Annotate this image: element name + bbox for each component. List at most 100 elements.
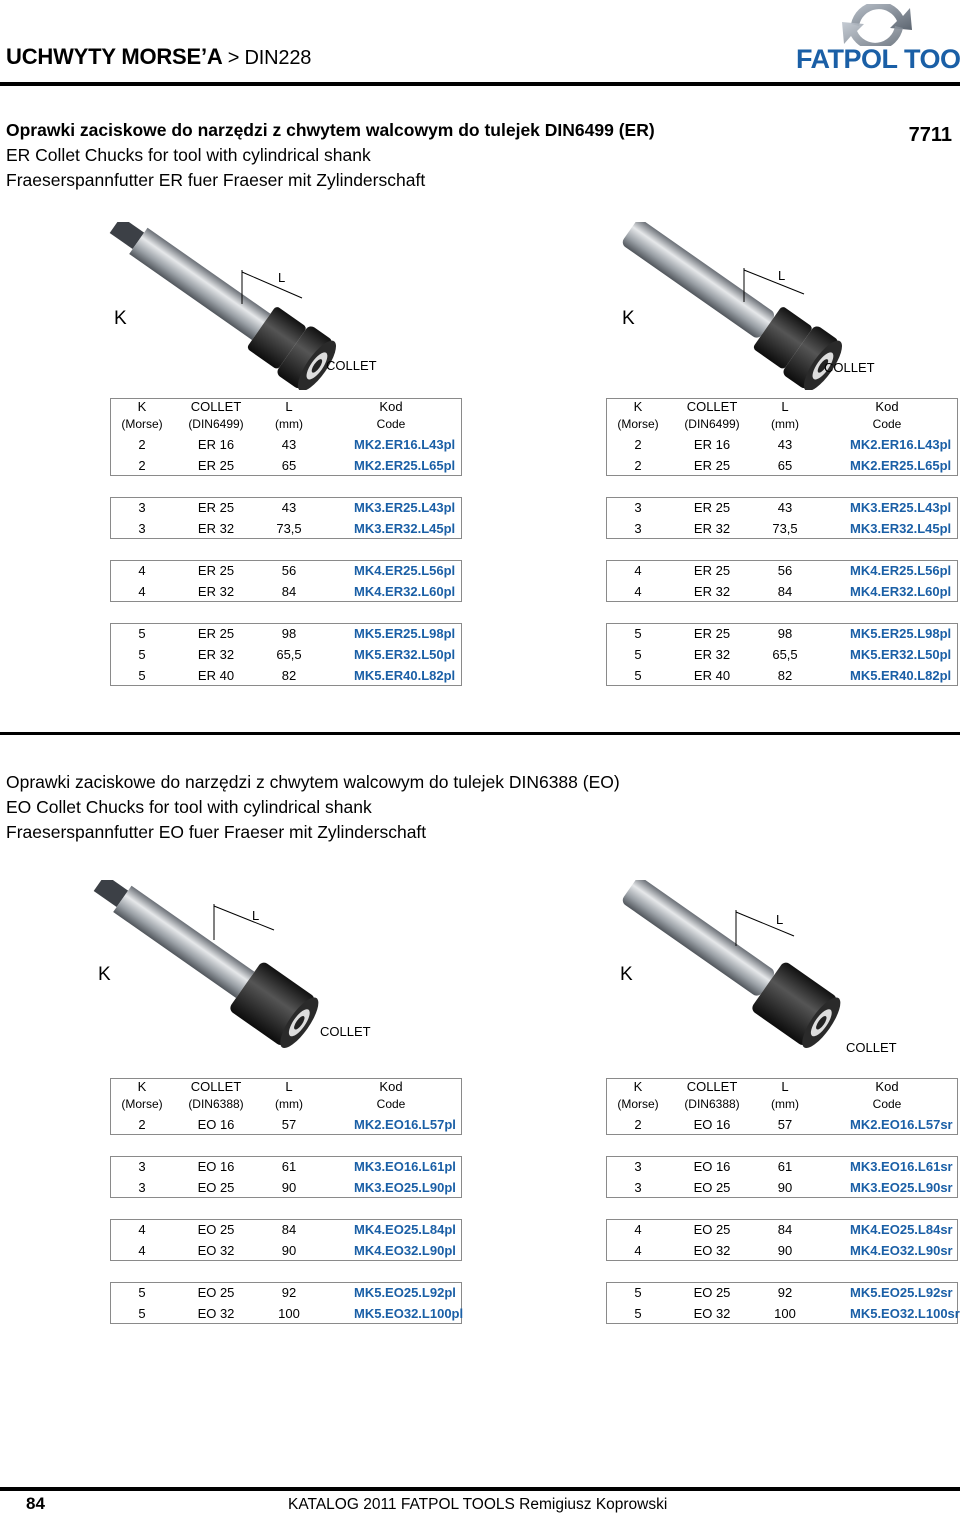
length-cell: 61 [281,1159,297,1174]
section2-title-de: Fraeserspannfutter EO fuer Fraeser mit Z… [6,822,427,842]
collet-cell: ER 25 [693,500,731,515]
column-header-unit: (DIN6388) [188,1097,244,1111]
section2-title-en: EO Collet Chucks for tool with cylindric… [6,797,372,817]
column-header-unit: (Morse) [617,1097,659,1111]
column-header-unit: (mm) [275,1097,303,1111]
length-cell: 56 [777,563,793,578]
length-cell: 65,5 [772,647,798,662]
column-header-unit: (mm) [771,1097,799,1111]
table-group [606,497,958,539]
length-cell: 43 [281,500,297,515]
table-group [110,398,462,476]
collet-cell: ER 32 [693,584,731,599]
length-cell: 65 [777,458,793,473]
collet-cell: EO 16 [197,1117,235,1132]
length-cell: 65 [281,458,297,473]
column-header-unit: (Morse) [617,417,659,431]
morse-size-cell: 5 [138,1306,146,1321]
product-code-cell: MK4.EO25.L84pl [354,1222,456,1237]
length-cell: 90 [777,1180,793,1195]
column-header-unit: Code [376,1097,406,1111]
column-header-label: K [137,399,147,414]
product-code-cell: MK3.EO25.L90pl [354,1180,456,1195]
product-code-cell: MK4.EO32.L90sr [850,1243,953,1258]
column-header-l: L(mm) [754,1078,816,1113]
column-header-k: K(Morse) [110,1078,174,1113]
collet-label: COLLET [326,358,377,373]
morse-size-cell: 5 [138,647,146,662]
collet-cell: EO 25 [197,1222,235,1237]
length-cell: 98 [777,626,793,641]
section1-title-pl: Oprawki zaciskowe do narzędzi z chwytem … [6,120,655,140]
product-code-cell: MK3.EO16.L61sr [850,1159,953,1174]
collet-cell: ER 32 [197,647,235,662]
length-cell: 92 [281,1285,297,1300]
collet-cell: EO 16 [693,1117,731,1132]
length-cell: 92 [777,1285,793,1300]
product-code-cell: MK5.ER25.L98pl [850,626,952,641]
morse-size-cell: 2 [138,458,146,473]
column-header-label: L [285,399,293,414]
length-cell: 84 [281,584,297,599]
morse-size-cell: 3 [138,500,146,515]
column-header-l: L(mm) [258,1078,320,1113]
length-cell: 57 [777,1117,793,1132]
dim-L-label: L [278,270,285,285]
morse-size-cell: 5 [634,647,642,662]
column-header-unit: (Morse) [121,1097,163,1111]
length-cell: 84 [777,584,793,599]
collet-cell: EO 25 [197,1180,235,1195]
collet-label: COLLET [824,360,875,375]
column-header-unit: (mm) [771,417,799,431]
morse-size-cell: 2 [634,1117,642,1132]
length-cell: 84 [777,1222,793,1237]
table-group [606,560,958,602]
collet-label: COLLET [846,1040,897,1055]
morse-size-cell: 4 [634,563,642,578]
table-row: 2 EO 16 57 MK2.EO16.L57sr [606,1114,958,1135]
column-header-unit: (DIN6499) [188,417,244,431]
logo-arrows-icon [842,1,912,51]
product-code-cell: MK2.EO16.L57sr [850,1117,953,1132]
morse-size-cell: 5 [138,668,146,683]
length-cell: 90 [777,1243,793,1258]
length-cell: 100 [774,1306,796,1321]
length-cell: 43 [281,437,297,452]
morse-size-cell: 4 [138,1243,146,1258]
morse-size-cell: 4 [138,563,146,578]
collet-cell: ER 25 [693,563,731,578]
table-group [110,623,462,686]
collet-cell: ER 32 [693,647,731,662]
dim-K-label: K [98,964,111,985]
collet-cell: EO 32 [197,1243,235,1258]
column-header-unit: (DIN6499) [684,417,740,431]
morse-size-cell: 2 [138,437,146,452]
length-cell: 98 [281,626,297,641]
morse-size-cell: 3 [138,1180,146,1195]
column-header-k: K(Morse) [110,398,174,433]
page-title: UCHWYTY MORSE’A > DIN228 [6,44,311,70]
section-separator [0,732,960,735]
product-code-cell: MK2.EO16.L57pl [354,1117,456,1132]
morse-size-cell: 4 [634,1222,642,1237]
dim-L-label: L [776,912,783,927]
column-header-label: K [633,399,643,414]
dim-L-label: L [778,268,785,283]
collet-cell: EO 25 [693,1180,731,1195]
morse-size-cell: 3 [634,500,642,515]
column-header-label: Kod [875,399,899,414]
product-code-cell: MK4.ER32.L60pl [850,584,952,599]
column-header-l: L(mm) [754,398,816,433]
